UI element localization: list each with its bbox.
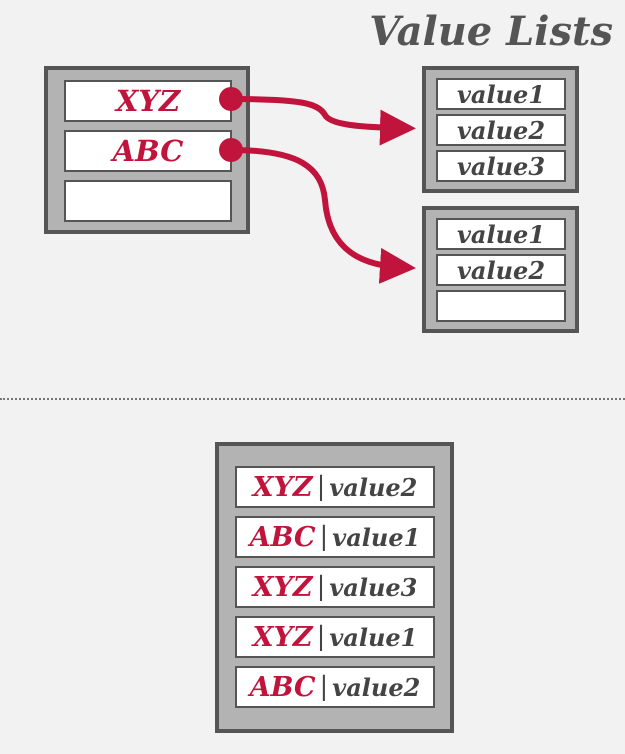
- value-list-1-cell: value2: [436, 114, 566, 146]
- value-list-2-cell: [436, 290, 566, 322]
- result-table: XYZ|value2 ABC|value1 XYZ|value3 XYZ|val…: [215, 442, 454, 733]
- section-divider: [0, 398, 625, 400]
- result-row-value: value2: [332, 672, 421, 702]
- value-list-1-cell: value1: [436, 78, 566, 110]
- result-row-key: XYZ: [252, 621, 313, 653]
- result-row-separator: |: [316, 472, 326, 502]
- result-row-separator: |: [316, 622, 326, 652]
- value-list-2: value1 value2: [422, 206, 579, 333]
- result-row-key: XYZ: [252, 571, 313, 603]
- value-list-2-cell: value1: [436, 218, 566, 250]
- result-row-separator: |: [319, 672, 329, 702]
- key-cell-empty: [64, 180, 232, 222]
- pointer-arrow-abc: [228, 147, 416, 284]
- result-row: XYZ|value2: [235, 466, 435, 508]
- result-row-separator: |: [316, 572, 326, 602]
- result-row-value: value1: [332, 522, 421, 552]
- result-row-value: value2: [329, 472, 418, 502]
- slide-title: Value Lists: [369, 8, 613, 55]
- result-row: XYZ|value3: [235, 566, 435, 608]
- result-row-key: XYZ: [252, 471, 313, 503]
- result-row-value: value1: [329, 622, 418, 652]
- pointer-arrows: [219, 87, 416, 284]
- result-row-separator: |: [319, 522, 329, 552]
- result-row-key: ABC: [249, 671, 316, 703]
- result-row: ABC|value1: [235, 516, 435, 558]
- pointer-arrow-xyz: [228, 96, 416, 146]
- value-list-1-cell: value3: [436, 150, 566, 182]
- key-cell-abc: ABC: [64, 130, 232, 172]
- key-cell-xyz: XYZ: [64, 80, 232, 122]
- result-row: XYZ|value1: [235, 616, 435, 658]
- result-row-value: value3: [329, 572, 418, 602]
- value-list-1: value1 value2 value3: [422, 66, 579, 193]
- pointer-dot-xyz: [219, 87, 243, 111]
- result-row: ABC|value2: [235, 666, 435, 708]
- result-row-key: ABC: [249, 521, 316, 553]
- pointer-dot-abc: [219, 138, 243, 162]
- value-list-2-cell: value2: [436, 254, 566, 286]
- key-table: XYZ ABC: [44, 66, 250, 234]
